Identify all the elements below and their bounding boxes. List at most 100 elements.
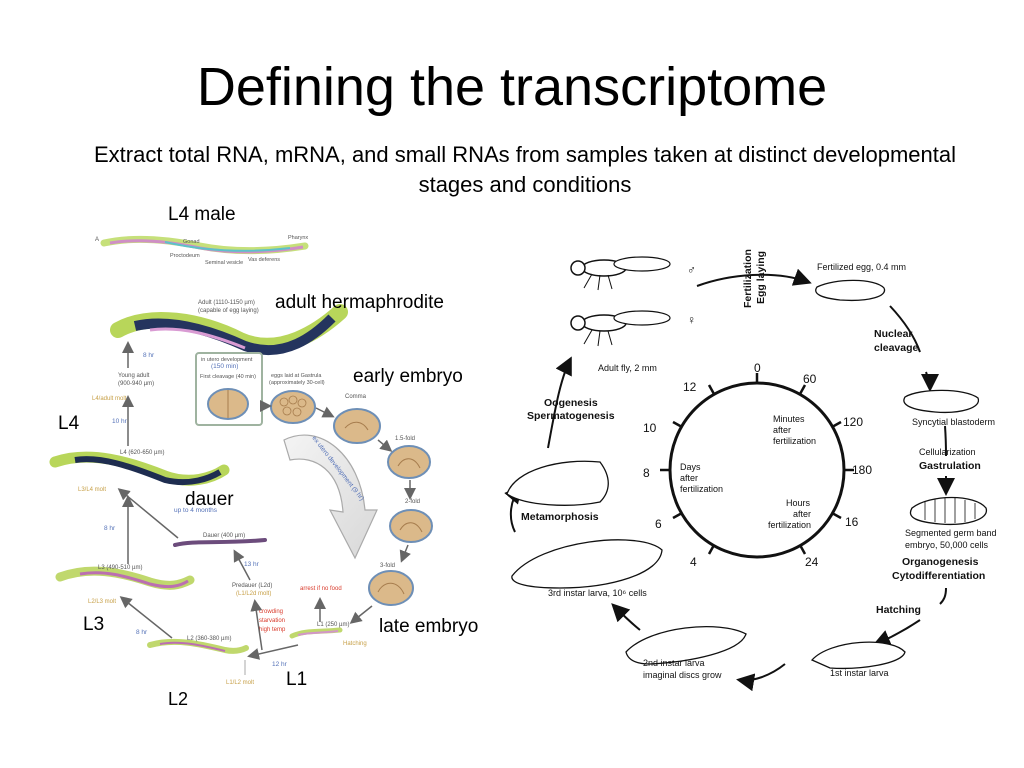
- minutes-label-2: after: [773, 425, 791, 435]
- hours-label-3: fertilization: [768, 520, 811, 530]
- l4-size-label: L4 (620-650 µm): [120, 450, 164, 456]
- tick-0: 0: [754, 361, 761, 375]
- label-adult-hermaphrodite: adult hermaphrodite: [275, 292, 444, 313]
- adult-fly-male: [570, 256, 671, 291]
- time-8hr-b: 8 hr: [104, 525, 116, 532]
- fertilized-egg-label: Fertilized egg, 0.4 mm: [817, 262, 906, 272]
- in-utero-box: in utero development (150 min) First cle…: [195, 352, 263, 426]
- label-vas-deferens: Vas deferens: [248, 257, 280, 263]
- adult-worm: Adult (1110-1150 µm) (capable of egg lay…: [110, 300, 348, 356]
- l1-size-label: L1 (250 µm): [317, 622, 349, 628]
- days-label-2: after: [680, 473, 698, 483]
- l2l3-molt-label: L2/L3 molt: [88, 599, 116, 605]
- adult-fly-label: Adult fly, 2 mm: [598, 363, 657, 373]
- crowding-label-1: crowding: [259, 609, 283, 615]
- tick-10: 10: [643, 421, 657, 435]
- tick-6: 6: [655, 517, 662, 531]
- hatching-fly-label: Hatching: [876, 604, 921, 616]
- label-early-embryo: early embryo: [353, 366, 463, 387]
- tick-180: 180: [852, 463, 872, 477]
- dauer-size-label: Dauer (400 µm): [203, 533, 245, 539]
- adult-fly-female: [570, 310, 671, 347]
- time-13hr: 13 hr: [244, 561, 260, 568]
- fold3-embryo: [368, 570, 414, 606]
- l1l2-molt-label: L1/L2 molt: [226, 680, 254, 686]
- label-dauer: dauer: [185, 489, 234, 510]
- label-gonad: Gonad: [183, 239, 200, 245]
- l2-size-label: L2 (360-380 µm): [187, 636, 231, 642]
- time-8hr-a: 8 hr: [143, 352, 155, 359]
- first-instar-drawing: [810, 641, 906, 670]
- fold2-label: 2-fold: [405, 499, 420, 505]
- label-pharynx: Pharynx: [288, 235, 308, 241]
- tick-16: 16: [845, 515, 859, 529]
- nuclear-label: Nuclear: [874, 328, 913, 340]
- gastrulation-label: Gastrulation: [919, 460, 981, 472]
- third-instar-drawing: [511, 539, 663, 589]
- label-seminal-vesicle: Seminal vesicle: [205, 260, 243, 266]
- eggs-laid-cells-label: (approximately 30-cell): [269, 380, 325, 386]
- label-l2: L2: [168, 689, 189, 709]
- l3l4-molt-label: L3/L4 molt: [78, 487, 106, 493]
- crowding-label-2: starvation: [259, 618, 285, 624]
- fold2-embryo: [389, 509, 433, 543]
- second-instar-drawing: [625, 626, 747, 665]
- tick-60: 60: [803, 372, 817, 386]
- l4-adult-molt-label: L4/adult molt: [92, 396, 127, 402]
- fold15-embryo: [387, 445, 431, 479]
- label-l4-male: L4 male: [168, 204, 236, 225]
- egg-laying-label: Egg laying: [755, 251, 767, 304]
- tick-24: 24: [805, 555, 819, 569]
- young-adult-size-label: (900-940 µm): [118, 381, 154, 387]
- in-utero-time: (150 min): [211, 363, 238, 370]
- ex-utero-arrow: [283, 434, 378, 560]
- tick-4: 4: [690, 555, 697, 569]
- time-10hr: 10 hr: [112, 418, 128, 425]
- cellularization-label: Cellularization: [919, 447, 976, 457]
- oogenesis-label: Oogenesis: [544, 397, 598, 409]
- label-l1: L1: [286, 669, 308, 690]
- comma-embryo: [333, 408, 381, 444]
- label-l3: L3: [83, 614, 105, 635]
- male-symbol: ♂: [687, 263, 696, 277]
- hours-label-2: after: [793, 509, 811, 519]
- cytodiff-label: Cytodifferentiation: [892, 570, 985, 582]
- label-proctodeum: Proctodeum: [170, 253, 200, 259]
- label-late-embryo: late embryo: [379, 616, 479, 637]
- label-l4: L4: [58, 413, 80, 434]
- page-subtitle: Extract total RNA, mRNA, and small RNAs …: [94, 142, 956, 197]
- second-instar-label-2: imaginal discs grow: [643, 670, 722, 680]
- minutes-label-1: Minutes: [773, 414, 805, 424]
- metamorphosis-label: Metamorphosis: [521, 511, 599, 523]
- cleavage-label: cleavage: [874, 342, 919, 354]
- in-utero-label: in utero development: [201, 357, 253, 363]
- syncytial-drawing: [903, 389, 979, 414]
- adult-size-label: Adult (1110-1150 µm): [198, 300, 255, 306]
- male-worm: A Gonad Pharynx Seminal vesicle Vas defe…: [95, 235, 309, 266]
- eggs-laid-label: eggs laid at Gastrula: [271, 373, 322, 379]
- organogenesis-label: Organogenesis: [902, 556, 979, 568]
- predauer-label: Predauer (L2d): [232, 583, 272, 589]
- crowding-label-3: high temp: [259, 627, 286, 633]
- comma-label: Comma: [345, 394, 367, 400]
- minutes-label-3: fertilization: [773, 436, 816, 446]
- first-cleavage-label: First cleavage (40 min): [200, 374, 256, 380]
- spermatogenesis-label: Spermatogenesis: [527, 410, 615, 422]
- fertilization-label: Fertilization: [742, 249, 754, 308]
- adult-note-label: (capable of egg laying): [198, 308, 259, 314]
- second-instar-label-1: 2nd instar larva: [643, 658, 705, 668]
- predauer-molt-label: (L1/L2d molt): [236, 591, 271, 597]
- l3-size-label: L3 (490-510 µm): [98, 565, 142, 571]
- time-12hr: 12 hr: [272, 661, 288, 668]
- fly-lifecycle-diagram: ♂ ♀ Adult fly, 2 mm Fertilization Egg la…: [504, 249, 997, 692]
- dauer-worm: [173, 538, 267, 547]
- tick-12: 12: [683, 380, 697, 394]
- fold15-label: 1.5-fold: [395, 436, 415, 442]
- segmented-label-1: Segmented germ band: [905, 528, 997, 538]
- time-8hr-c: 8 hr: [136, 629, 148, 636]
- tick-8: 8: [643, 466, 650, 480]
- first-instar-label: 1st instar larva: [830, 668, 889, 678]
- hours-label-1: Hours: [786, 498, 811, 508]
- syncytial-label: Syncytial blastoderm: [912, 417, 995, 427]
